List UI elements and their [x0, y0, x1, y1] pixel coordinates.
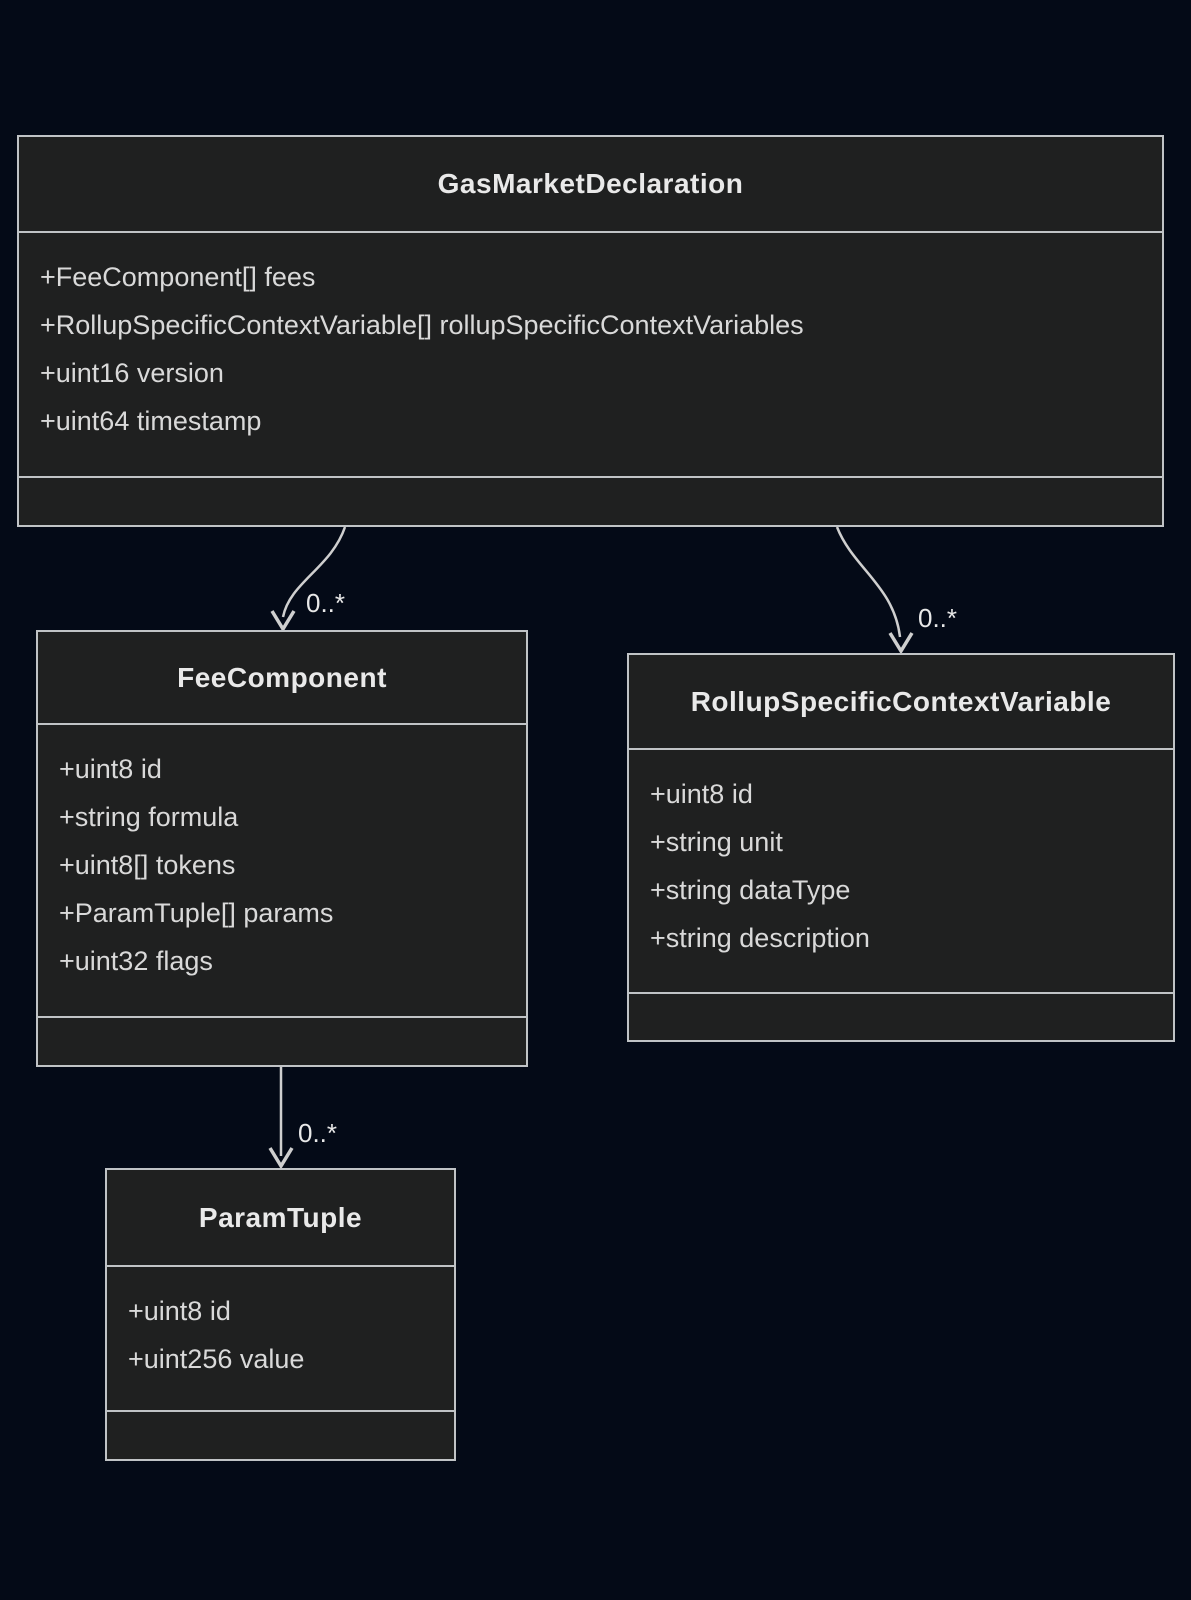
class-title: FeeComponent: [38, 632, 526, 725]
class-paramtuple: ParamTuple +uint8 id +uint256 value: [105, 1168, 456, 1461]
class-attribute: +ParamTuple[] params: [59, 898, 334, 928]
edge-feecomponent-paramtuple: [268, 1067, 294, 1170]
class-attribute: +uint8 id: [59, 754, 162, 784]
class-attribute: +uint256 value: [128, 1344, 305, 1374]
class-attribute: +uint16 version: [40, 358, 224, 388]
class-gasmarketdeclaration: GasMarketDeclaration +FeeComponent[] fee…: [17, 135, 1164, 527]
class-title: GasMarketDeclaration: [19, 137, 1162, 233]
class-attributes: +uint8 id +string unit +string dataType …: [629, 750, 1173, 994]
class-attribute: +string dataType: [650, 875, 851, 905]
class-methods-empty: [19, 478, 1162, 525]
multiplicity-label: 0..*: [306, 588, 346, 618]
edge-gasmarketdeclaration-rollupspecificcontextvariable: [835, 526, 914, 655]
multiplicity-label: 0..*: [918, 603, 958, 633]
class-attribute: +uint8 id: [128, 1296, 231, 1326]
class-attributes: +uint8 id +uint256 value: [107, 1267, 454, 1412]
multiplicity-label: 0..*: [298, 1118, 338, 1148]
arrowhead-icon: [270, 610, 296, 633]
edge-line: [835, 526, 902, 638]
class-attribute: +uint64 timestamp: [40, 406, 262, 436]
class-attribute: +RollupSpecificContextVariable[] rollupS…: [40, 310, 804, 340]
class-attribute: +string description: [650, 923, 870, 953]
class-attributes: +uint8 id +string formula +uint8[] token…: [38, 725, 526, 1018]
class-attribute: +uint8[] tokens: [59, 850, 236, 880]
class-attributes: +FeeComponent[] fees +RollupSpecificCont…: [19, 233, 1162, 478]
arrowhead-icon: [888, 632, 914, 655]
class-attribute: +string formula: [59, 802, 239, 832]
class-title: RollupSpecificContextVariable: [629, 655, 1173, 750]
class-methods-empty: [107, 1412, 454, 1459]
class-title: ParamTuple: [107, 1170, 454, 1267]
arrowhead-icon: [268, 1147, 294, 1170]
class-methods-empty: [38, 1018, 526, 1065]
class-attribute: +uint32 flags: [59, 946, 213, 976]
class-rollupspecificcontextvariable: RollupSpecificContextVariable +uint8 id …: [627, 653, 1175, 1042]
class-attribute: +uint8 id: [650, 779, 753, 809]
class-attribute: +string unit: [650, 827, 783, 857]
class-methods-empty: [629, 994, 1173, 1040]
class-feecomponent: FeeComponent +uint8 id +string formula +…: [36, 630, 528, 1067]
class-attribute: +FeeComponent[] fees: [40, 262, 316, 292]
